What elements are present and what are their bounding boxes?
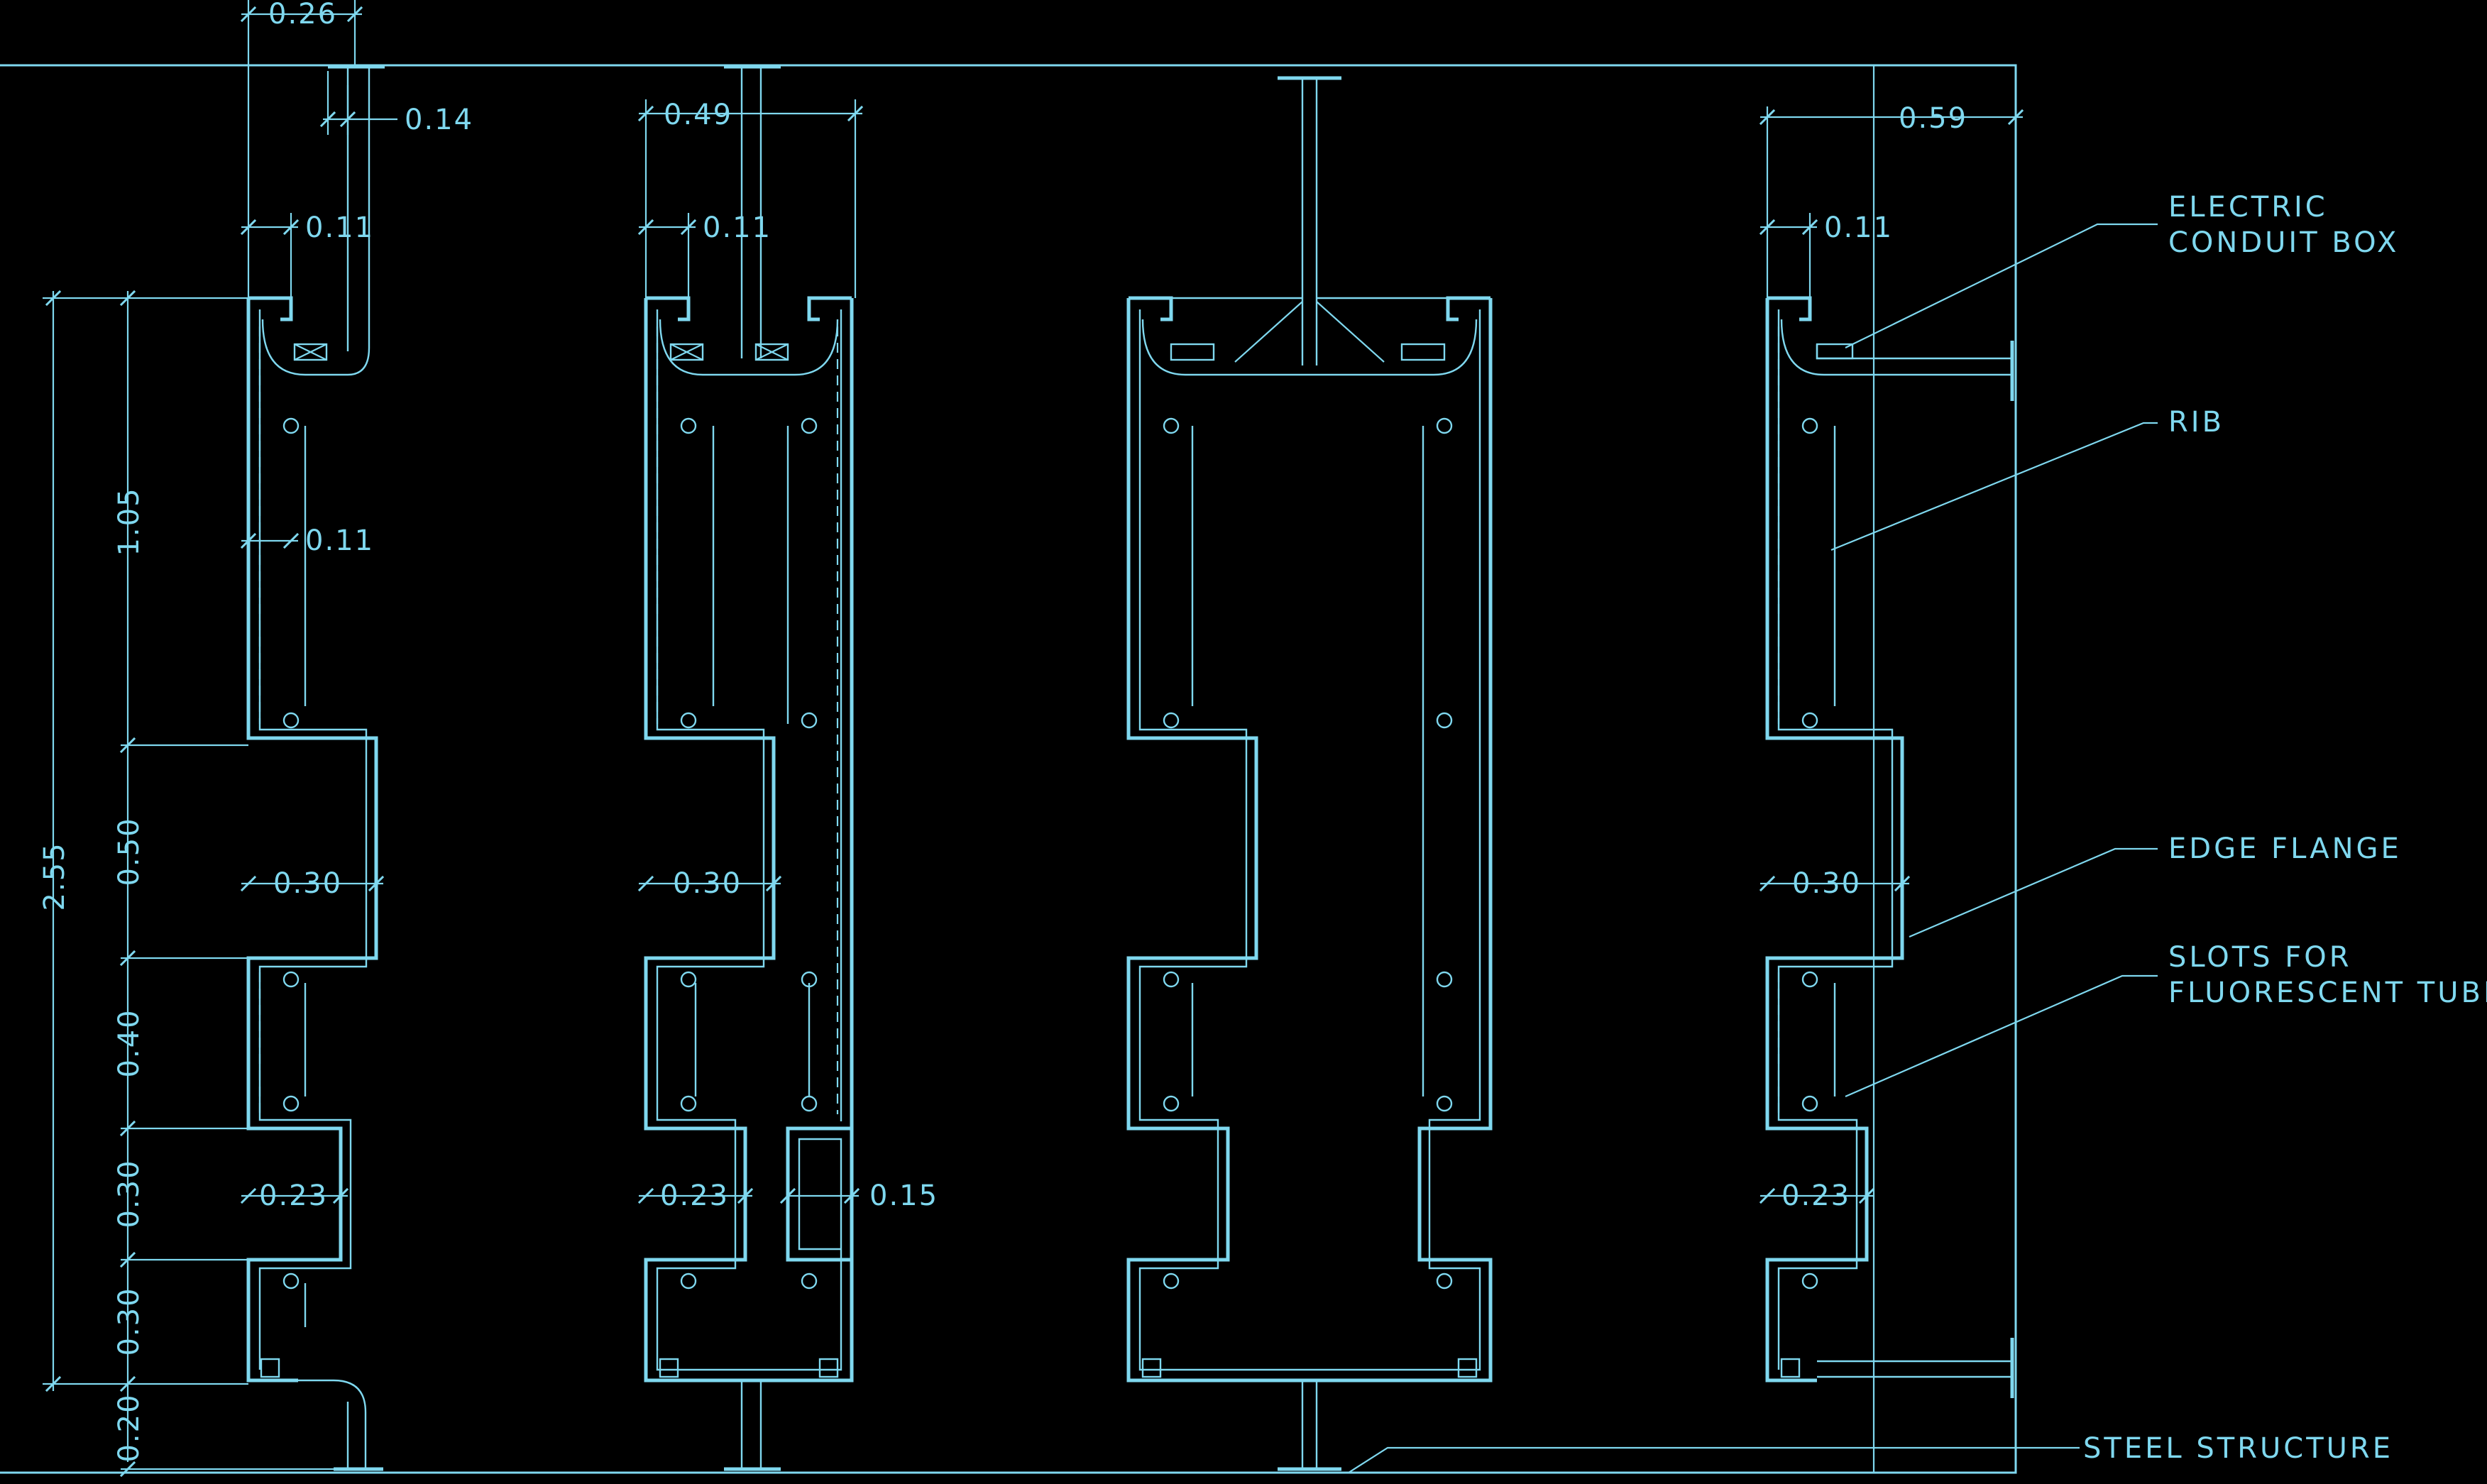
fin-1 (246, 65, 385, 1471)
dim-0.23-fin4: 0.23 (1781, 1180, 1850, 1212)
label-fluorescent-tube: FLUORESCENT TUBE (2168, 977, 2487, 1009)
dim-0.15: 0.15 (869, 1180, 938, 1212)
dim-0.11-fin4: 0.11 (1824, 211, 1893, 244)
fin-4 (1765, 296, 2014, 1398)
label-edge-flange: EDGE FLANGE (2168, 832, 2402, 865)
dim-0.59: 0.59 (1899, 102, 1967, 135)
dim-0.50: 0.50 (113, 817, 146, 886)
callout-labels: ELECTRIC CONDUIT BOX RIB EDGE FLANGE SLO… (2083, 191, 2487, 1465)
dim-0.30-fin1: 0.30 (273, 867, 342, 900)
dim-0.30-a: 0.30 (113, 1159, 146, 1228)
callout-leaders (1348, 223, 2158, 1473)
dim-0.20: 0.20 (113, 1393, 146, 1462)
dim-1.05: 1.05 (113, 487, 146, 556)
dim-0.11-fin1: 0.11 (305, 211, 374, 244)
dim-0.40: 0.40 (113, 1008, 146, 1077)
fin-2 (644, 65, 854, 1471)
label-rib: RIB (2168, 406, 2224, 439)
dim-0.23-fin1: 0.23 (259, 1180, 328, 1212)
dim-0.30-fin4: 0.30 (1792, 867, 1861, 900)
dim-0.23-fin2: 0.23 (660, 1180, 729, 1212)
dim-2.55: 2.55 (38, 842, 71, 911)
dimension-labels: 0.26 0.14 0.49 0.59 0.11 0.11 0.11 0.11 … (38, 0, 1967, 1463)
label-conduit-box: CONDUIT BOX (2168, 226, 2399, 259)
label-electric: ELECTRIC (2168, 191, 2328, 224)
label-steel-structure: STEEL STRUCTURE (2083, 1432, 2393, 1465)
dim-0.14: 0.14 (405, 104, 473, 136)
fin-3 (1126, 76, 1493, 1471)
dim-0.30-fin2: 0.30 (673, 867, 742, 900)
dim-0.30-b: 0.30 (113, 1287, 146, 1356)
frame (0, 64, 2017, 1474)
label-slots-for: SLOTS FOR (2168, 941, 2352, 974)
dim-0.11-fin2: 0.11 (703, 211, 772, 244)
dim-0.26: 0.26 (268, 0, 337, 31)
dim-0.11-rib: 0.11 (305, 524, 374, 557)
dim-0.49: 0.49 (664, 99, 732, 131)
